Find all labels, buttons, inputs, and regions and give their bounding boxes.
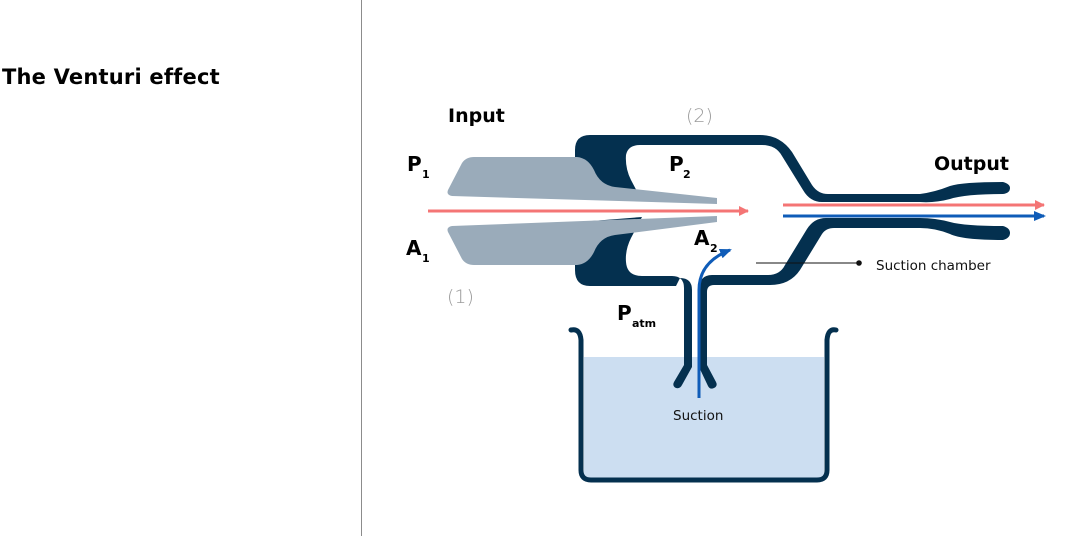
- label-p2-sub: 2: [683, 168, 691, 181]
- label-section-1: (1): [447, 286, 474, 308]
- container-wall: [568, 327, 839, 483]
- pipe-lower-left: [575, 217, 692, 389]
- suction-chamber-dot: [856, 260, 862, 266]
- liquid-container: [568, 327, 839, 483]
- venturi-pipe: [575, 135, 1010, 389]
- label-a2-sub: 2: [710, 242, 718, 255]
- label-output: Output: [934, 153, 1009, 175]
- label-a2: A: [694, 226, 710, 250]
- label-patm-sub: atm: [632, 317, 656, 330]
- nozzle-lower: [447, 216, 717, 265]
- nozzle: [447, 157, 717, 265]
- label-suction: Suction: [673, 408, 723, 424]
- pipe-lower-right: [699, 218, 1010, 389]
- label-suction-chamber: Suction chamber: [876, 258, 991, 274]
- label-a1: A: [406, 236, 422, 260]
- label-p1: P: [407, 152, 422, 176]
- label-section-2: (2): [686, 105, 713, 127]
- label-p2: P: [669, 152, 684, 176]
- label-a1-sub: 1: [422, 252, 430, 265]
- page-title: The Venturi effect: [2, 65, 220, 89]
- nozzle-upper: [447, 157, 717, 204]
- liquid-fill: [584, 357, 824, 480]
- pipe-upper-block: [575, 135, 1010, 203]
- label-input: Input: [448, 105, 505, 127]
- suction-flow-arrow: [697, 248, 732, 398]
- label-p1-sub: 1: [422, 168, 430, 181]
- divider: [361, 0, 362, 536]
- label-patm: P: [617, 301, 632, 325]
